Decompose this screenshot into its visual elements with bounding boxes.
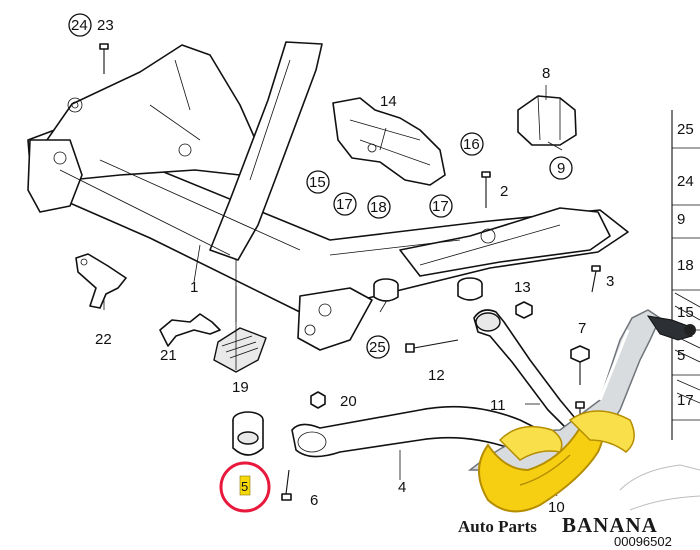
callout-12[interactable]: 12 (428, 367, 445, 384)
callout-16[interactable]: 16 (463, 136, 480, 153)
callout-8[interactable]: 8 (542, 65, 550, 82)
callout-25[interactable]: 25 (369, 339, 386, 356)
side-index-1[interactable]: 24 (677, 173, 694, 190)
callout-circle-24 (68, 13, 92, 37)
brand-name: BANANA (562, 513, 658, 537)
bracket-part-22[interactable] (75, 253, 127, 309)
callout-18[interactable]: 18 (370, 199, 387, 216)
side-index-6[interactable]: 17 (677, 392, 694, 409)
callout-14[interactable]: 14 (380, 93, 397, 110)
control-arm-photo (467, 309, 661, 471)
callout-13[interactable]: 13 (514, 279, 531, 296)
rubber-pad-part-19[interactable] (213, 327, 267, 373)
callout-7[interactable]: 7 (578, 320, 586, 337)
bushing-near-12[interactable] (457, 277, 483, 301)
bolt-part-3[interactable] (591, 265, 601, 293)
nut-part-20[interactable] (310, 391, 326, 409)
callout-9[interactable]: 9 (557, 160, 565, 177)
callout-19[interactable]: 19 (232, 379, 249, 396)
callout-circle-17b (429, 194, 453, 218)
side-index-panel: 25 24 9 18 15 5 17 (671, 110, 700, 440)
callout-22[interactable]: 22 (95, 331, 112, 348)
ball-joint (684, 324, 696, 336)
bolt-part-2[interactable] (481, 171, 491, 208)
callout-10[interactable]: 10 (548, 499, 565, 516)
callout-21[interactable]: 21 (160, 347, 177, 364)
callout-3[interactable]: 3 (606, 273, 614, 290)
bushing-part-25[interactable] (373, 278, 399, 302)
callout-circle-9 (549, 156, 573, 180)
banana-peel (568, 410, 635, 453)
side-index-2[interactable]: 9 (677, 211, 685, 228)
side-index-5[interactable]: 5 (677, 347, 685, 364)
subframe-part-1[interactable] (27, 41, 629, 351)
watermark-logo: Auto Parts BANANA 00096502 (458, 309, 700, 549)
callout-23[interactable]: 23 (97, 17, 114, 34)
callout-17a[interactable]: 17 (336, 196, 353, 213)
diagram-code: 00096502 (614, 534, 672, 549)
bracket-part-8[interactable] (517, 95, 577, 146)
callout-1[interactable]: 1 (190, 279, 198, 296)
bolt-part-12[interactable] (405, 339, 459, 353)
callout-circle-16 (460, 132, 484, 156)
callout-circle-17a (333, 192, 357, 216)
nut-part-13[interactable] (515, 301, 533, 319)
callout-5[interactable]: 5 (241, 479, 248, 494)
bolt-part-6[interactable] (281, 469, 292, 501)
mount-bracket-part-14[interactable] (332, 97, 446, 186)
bolt-part-23[interactable] (99, 43, 109, 74)
side-index-0[interactable]: 25 (677, 121, 694, 138)
callout-labels: 24 23 1 2 3 4 6 7 8 9 10 11 12 13 14 15 … (68, 13, 614, 516)
bracket-part-21[interactable] (159, 313, 221, 347)
highlight-part-5[interactable]: 5 (219, 461, 271, 513)
bushing-part-5[interactable] (232, 411, 264, 456)
brand-prefix: Auto Parts (458, 517, 537, 536)
callout-circle-25 (366, 335, 390, 359)
callout-4[interactable]: 4 (398, 479, 406, 496)
side-index-3[interactable]: 18 (677, 257, 694, 274)
highlight-ring (219, 461, 271, 513)
callout-circle-18 (367, 195, 391, 219)
callout-24[interactable]: 24 (71, 17, 88, 34)
callout-11[interactable]: 11 (490, 397, 506, 414)
highlight-marker (239, 475, 251, 496)
wishbone-part-11[interactable] (473, 309, 576, 429)
callout-15[interactable]: 15 (309, 174, 326, 191)
callout-circle-15 (306, 170, 330, 194)
callout-20[interactable]: 20 (340, 393, 357, 410)
callout-2[interactable]: 2 (500, 183, 508, 200)
side-index-4[interactable]: 15 (677, 304, 694, 321)
callout-6[interactable]: 6 (310, 492, 318, 509)
callout-17b[interactable]: 17 (432, 198, 449, 215)
